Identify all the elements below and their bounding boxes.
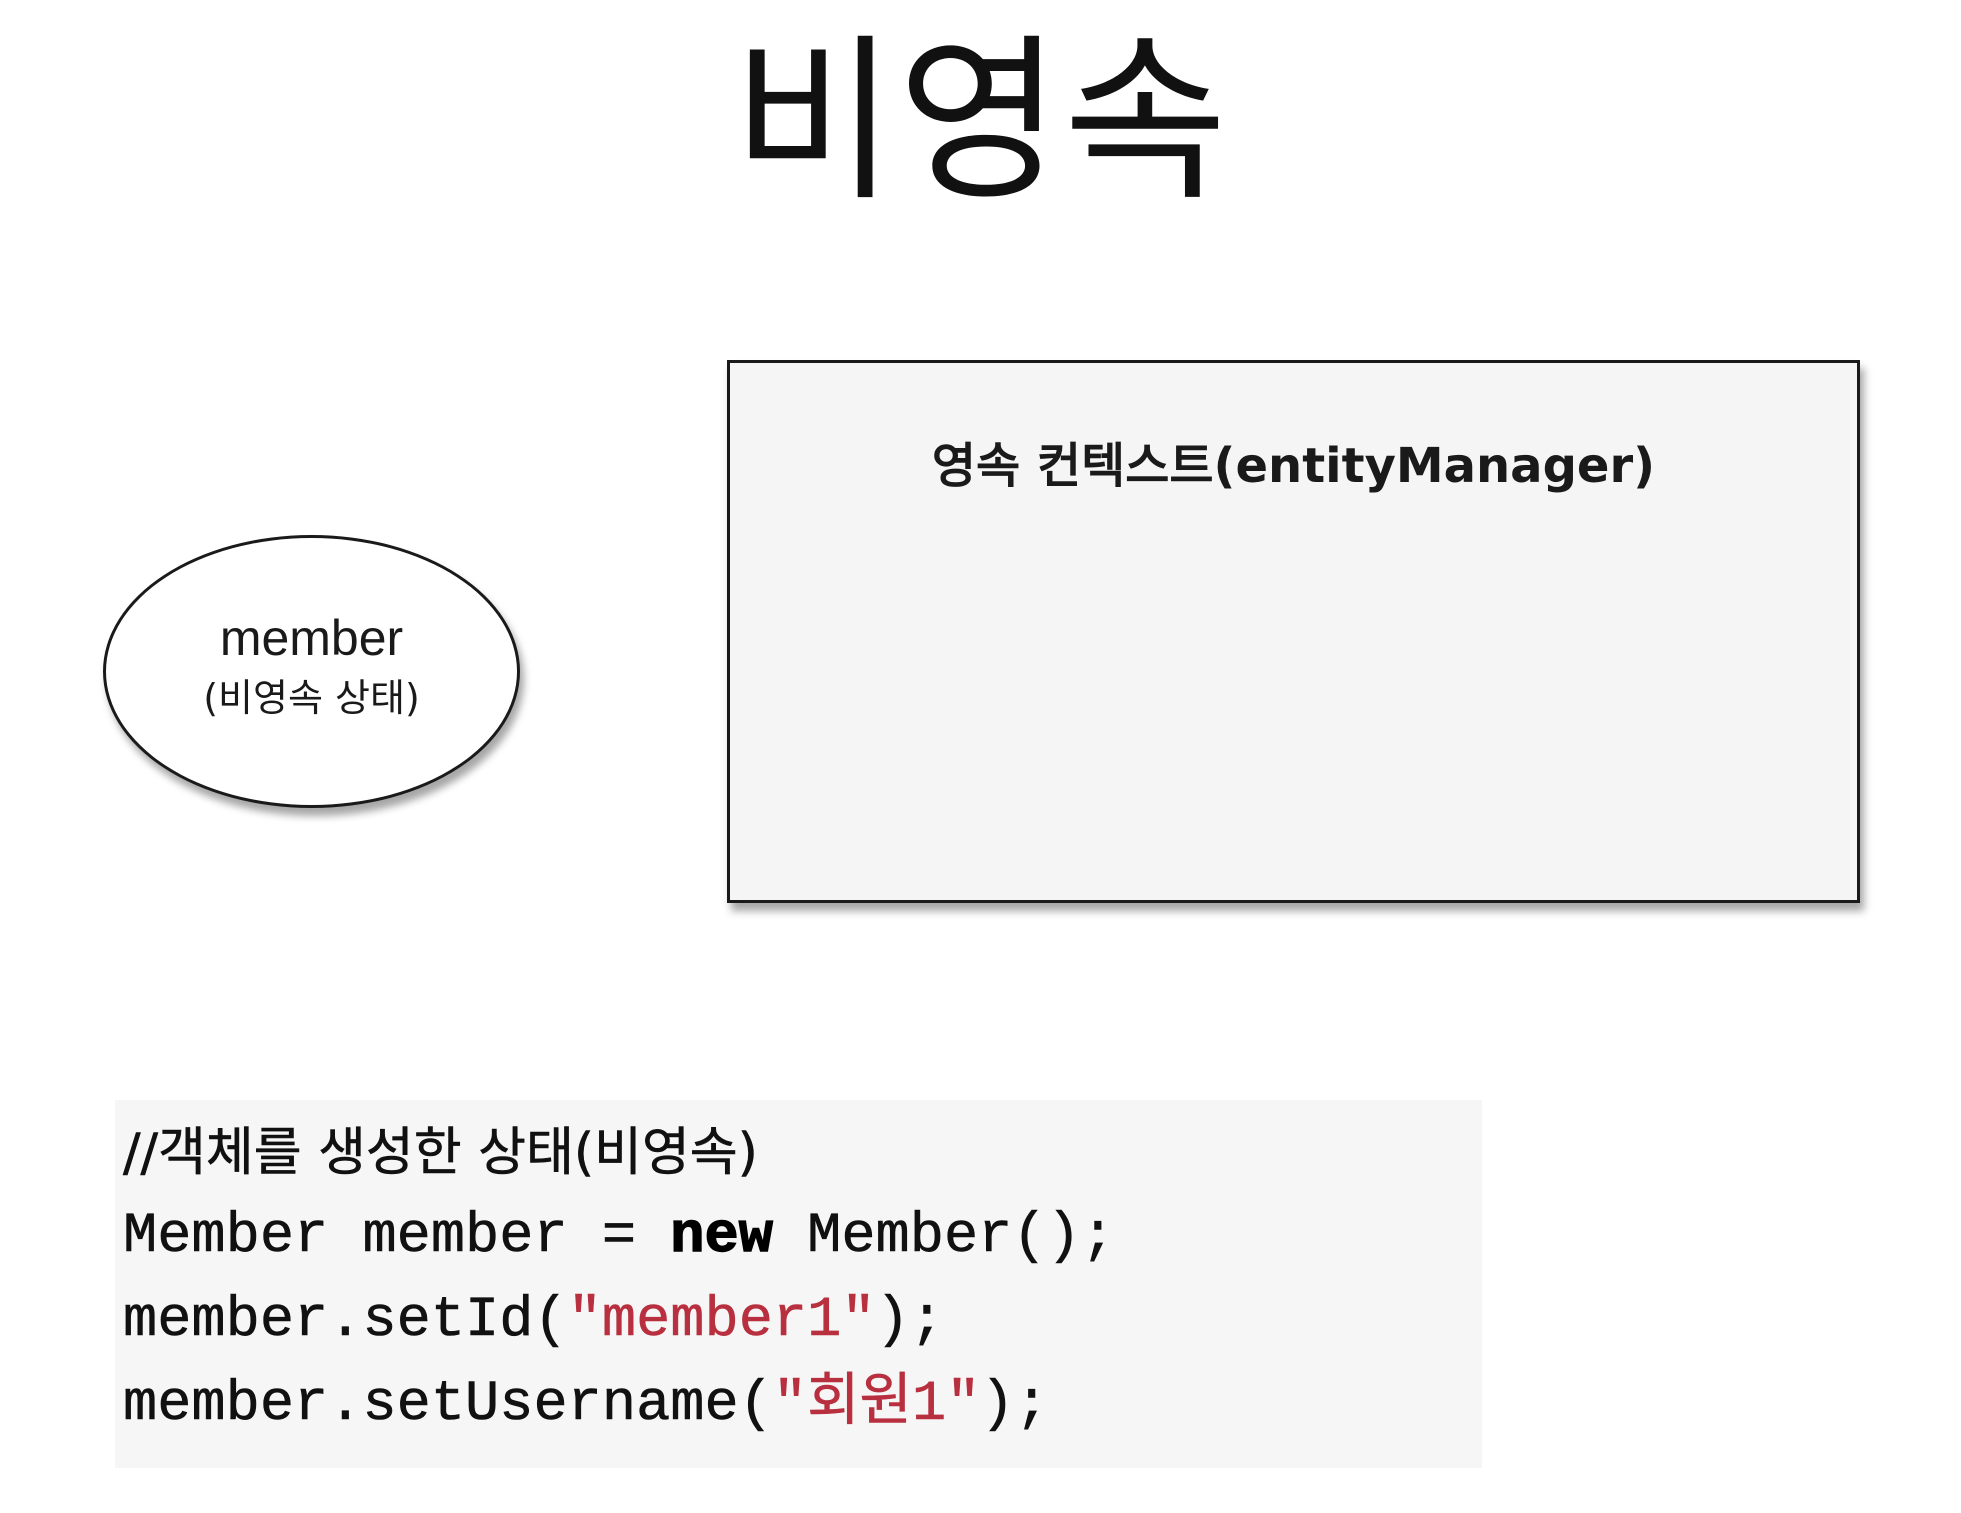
member-label: member	[219, 610, 404, 666]
code-text: Member member =	[123, 1205, 671, 1270]
code-string-literal: "member1"	[567, 1289, 876, 1354]
code-line-set-username: member.setUsername("회원1");	[123, 1370, 1049, 1440]
code-string-literal: "회원1"	[772, 1373, 981, 1438]
persistence-context-box: 영속 컨텍스트(entityManager)	[727, 360, 1860, 903]
code-text: Member();	[772, 1205, 1115, 1270]
code-text: member.setId(	[123, 1289, 568, 1354]
code-comment-line: //객체를 생성한 상태(비영속)	[123, 1118, 759, 1191]
code-comment: //객체를 생성한 상태(비영속)	[123, 1123, 759, 1184]
code-text: member.setUsername(	[123, 1373, 774, 1438]
code-block: //객체를 생성한 상태(비영속) Member member = new Me…	[115, 1100, 1482, 1468]
member-state-label: (비영속 상태)	[203, 676, 420, 720]
page-title: 비영속	[731, 18, 1230, 225]
persistence-context-label: 영속 컨텍스트(entityManager)	[931, 438, 1656, 494]
code-text: );	[875, 1289, 944, 1354]
code-text: );	[980, 1373, 1049, 1438]
code-line-set-id: member.setId("member1");	[123, 1286, 945, 1356]
member-ellipse: member (비영속 상태)	[103, 535, 520, 808]
code-line-new-member: Member member = new Member();	[123, 1202, 1116, 1272]
code-keyword-new: new	[670, 1204, 774, 1269]
